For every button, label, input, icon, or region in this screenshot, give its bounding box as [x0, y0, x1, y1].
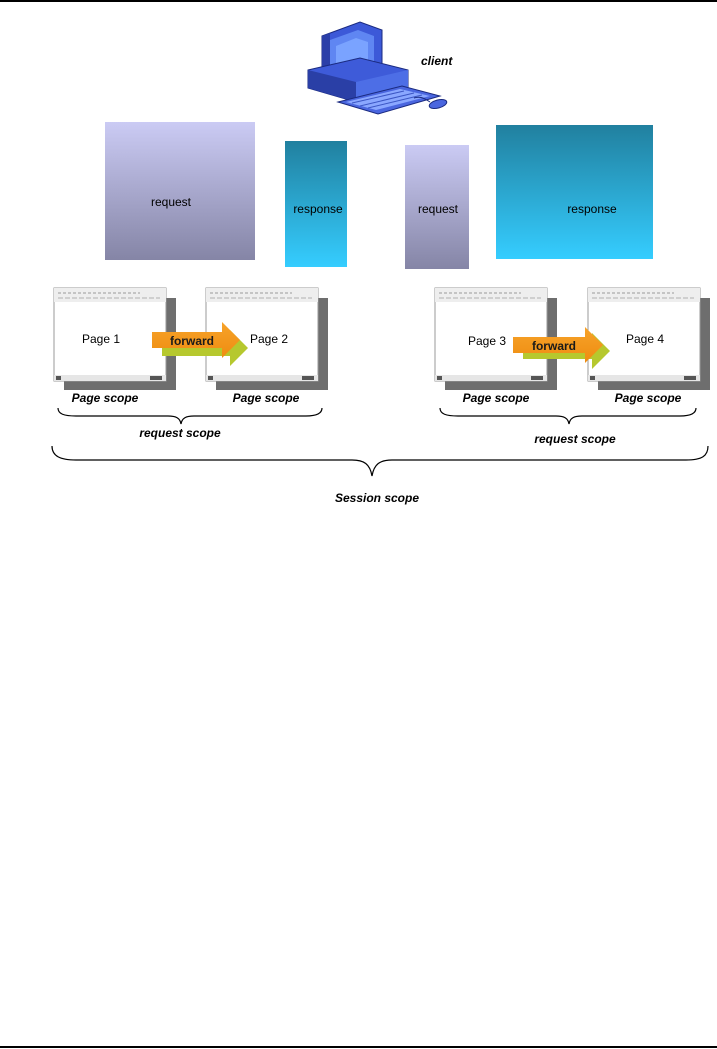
bottom-rule: [0, 1046, 717, 1048]
response-label-1: response: [293, 202, 343, 216]
forward-label-2: forward: [532, 339, 576, 353]
page-window-3: [434, 287, 557, 390]
page-4-label: Page 4: [626, 332, 664, 346]
request-scope-brace-2: [439, 407, 697, 425]
page-1-label: Page 1: [82, 332, 120, 346]
response-box-1: [285, 141, 347, 267]
client-label: client: [421, 54, 453, 68]
forward-arrow-2: [513, 327, 610, 369]
request-scope-label-2: request scope: [534, 432, 616, 446]
page-3-label: Page 3: [468, 334, 506, 348]
request-box-2: [405, 145, 469, 269]
client-computer-icon: [307, 21, 448, 115]
response-label-2: response: [567, 202, 617, 216]
page-scope-label-4: Page scope: [615, 391, 682, 405]
page-scope-label-2: Page scope: [233, 391, 300, 405]
request-label-2: request: [418, 202, 459, 216]
response-box-2: [496, 125, 653, 259]
forward-label-1: forward: [170, 334, 214, 348]
session-scope-brace: [51, 445, 709, 477]
top-rule: [0, 0, 717, 2]
request-scope-brace-1: [57, 407, 323, 425]
page-scope-label-1: Page scope: [72, 391, 139, 405]
page-scope-label-3: Page scope: [463, 391, 530, 405]
request-scope-label-1: request scope: [139, 426, 221, 440]
page-window-4: [587, 287, 710, 390]
forward-arrow-1: [152, 322, 248, 366]
page-2-label: Page 2: [250, 332, 288, 346]
request-label-1: request: [151, 195, 192, 209]
session-scope-label: Session scope: [335, 491, 419, 505]
request-box-1: [105, 122, 255, 260]
